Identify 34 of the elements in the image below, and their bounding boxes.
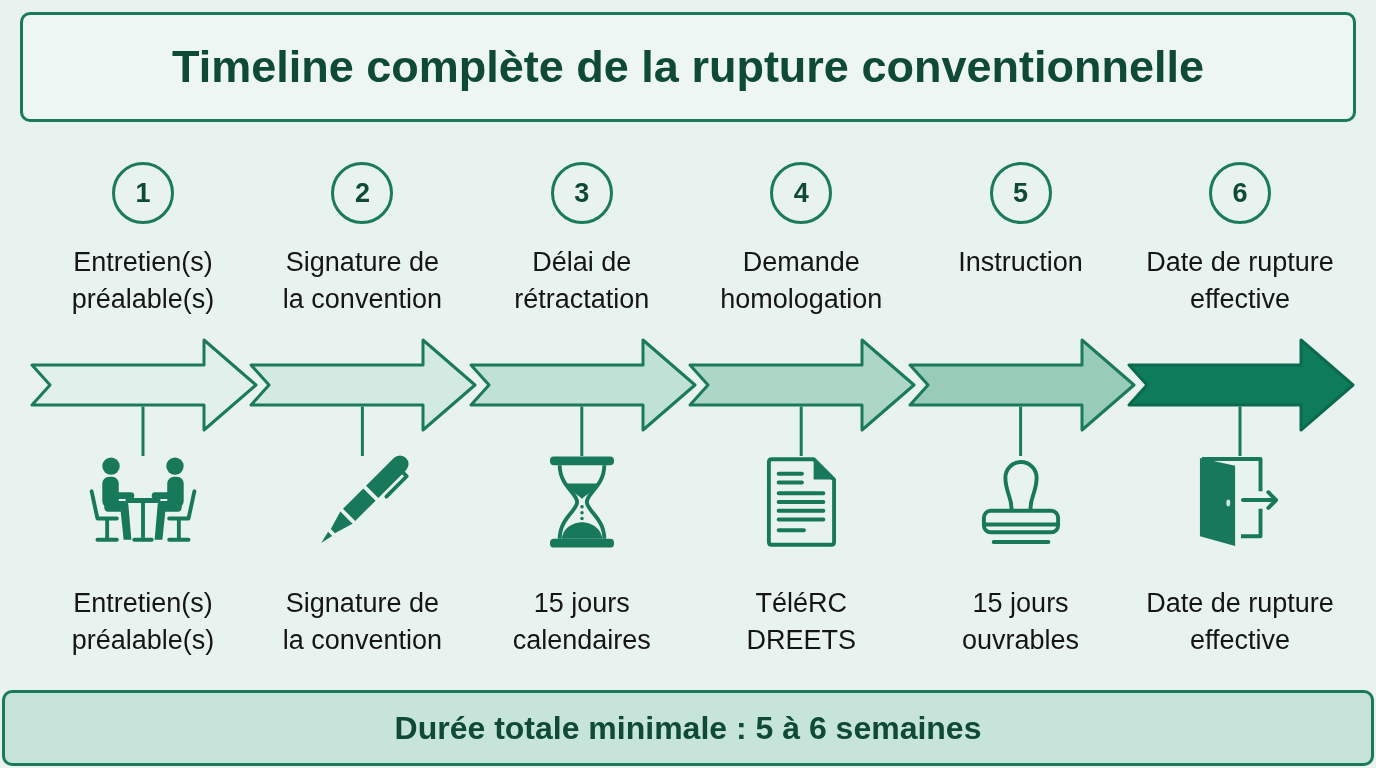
timeline-segment [249,338,478,432]
step-caption: TéléRC DREETS [745,587,857,657]
tick-line [580,406,584,456]
step-number: 2 [331,162,394,224]
tick-line [799,406,803,456]
document-icon [765,456,838,548]
timeline-segment [30,338,258,432]
timeline-segment [688,338,917,432]
step-title: Instruction [957,246,1084,279]
hourglass-icon [549,456,614,548]
diagram-title: Timeline complète de la rupture conventionnelle [20,12,1356,122]
step-number: 1 [112,162,174,224]
step-caption: Date de rupture effective [1145,587,1335,657]
step-caption: 15 jours ouvrables [961,587,1081,657]
step-number: 4 [770,162,833,224]
timeline-segment [468,338,697,432]
summary-band: Durée totale minimale : 5 à 6 semaines [2,690,1374,766]
step-title: Délai de rétractation [513,246,651,316]
tick-line [1238,406,1242,456]
step-number: 5 [989,162,1052,224]
step-caption: Signature de la convention [281,587,443,657]
timeline-segment [907,338,1136,432]
step-title: Signature de la convention [281,246,443,316]
tick-line [1019,406,1023,456]
tick-line [360,406,364,456]
step-caption: Entretien(s) préalable(s) [70,587,216,657]
timeline-segment [1127,338,1355,432]
step-number: 3 [550,162,613,224]
step-title: Entretien(s) préalable(s) [70,246,216,316]
tick-line [141,406,145,456]
step-caption: 15 jours calendaires [511,587,652,657]
step-title: Date de rupture effective [1145,246,1335,316]
step-title: Demande homologation [719,246,884,316]
step-number: 6 [1209,162,1271,224]
